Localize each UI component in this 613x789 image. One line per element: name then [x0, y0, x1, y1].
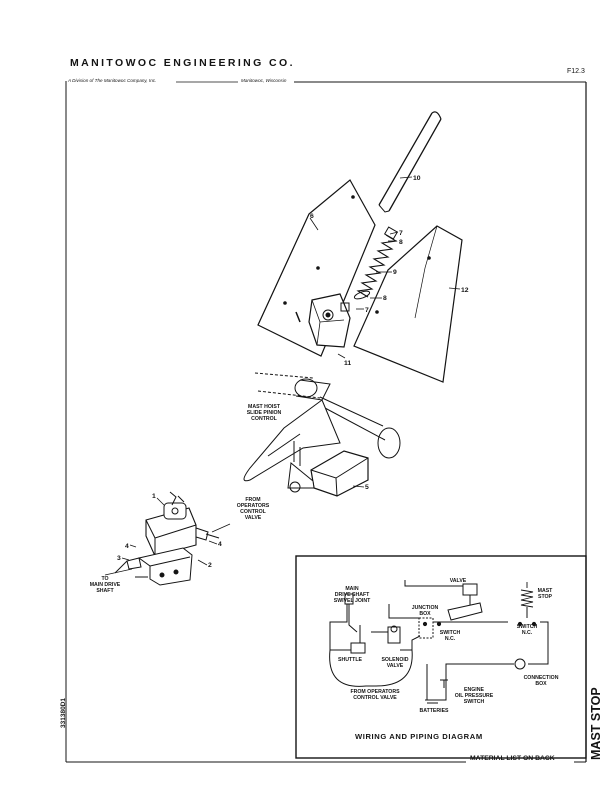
limit-switch-part-5	[287, 441, 369, 497]
bracket-part-2	[137, 547, 193, 586]
engine-label-1: ENGINE	[464, 687, 484, 693]
callout-7b: 7	[365, 307, 369, 314]
rod-part-10	[378, 111, 442, 213]
callout-8b: 8	[383, 295, 387, 302]
mast-stop-label-2: STOP	[538, 594, 553, 600]
solenoid-label-1: SOLENOID	[381, 657, 408, 663]
batteries-label: BATTERIES	[419, 708, 449, 714]
swivel-label-3: SWIVEL JOINT	[334, 598, 371, 604]
solenoid-label-2: VALVE	[387, 663, 404, 669]
mast-stop-label-1: MAST	[538, 588, 554, 594]
callout-12: 12	[461, 287, 469, 294]
junction-label-1: JUNCTION	[412, 605, 439, 611]
valve-label: VALVE	[450, 578, 467, 584]
division-line: A Division of The Manitowoc Company, Inc…	[68, 78, 157, 83]
exploded-label-leaders	[104, 523, 231, 576]
from-ops-wiring-label-2: CONTROL VALVE	[353, 695, 397, 701]
callout-4a: 4	[125, 543, 129, 550]
pinion-label-3: CONTROL	[251, 416, 277, 422]
to-drive-label-3: SHAFT	[96, 588, 114, 594]
callout-9: 9	[393, 269, 397, 276]
callout-5: 5	[365, 484, 369, 491]
pinion-label-1: MAST HOIST	[248, 404, 281, 410]
wiring-diagram-box	[295, 555, 587, 759]
swivel-label-2: DRIVE SHAFT	[335, 592, 370, 598]
callout-1: 1	[152, 493, 156, 500]
callout-6: 6	[310, 213, 314, 220]
junction-label-2: BOX	[419, 611, 431, 617]
switch-right-label-1: SWITCH	[517, 624, 538, 630]
switch-left-label-2: N.C.	[445, 636, 456, 642]
wiring-lines	[329, 580, 549, 704]
from-ops-label-3: CONTROL	[240, 509, 266, 515]
guard-part-12	[353, 225, 463, 383]
material-list-note: MATERIAL LIST ON BACK	[470, 755, 555, 762]
pinion-label-2: SLIDE PINION	[247, 410, 282, 416]
from-ops-label-4: VALVE	[245, 515, 262, 521]
callout-11: 11	[344, 360, 351, 367]
from-ops-wiring-label-1: FROM OPERATORS	[350, 689, 400, 695]
callout-7a: 7	[399, 230, 403, 237]
valve-assembly-part-1	[145, 491, 220, 557]
pinion-shaft	[243, 372, 401, 482]
exploded-labels: MAST HOIST SLIDE PINION CONTROL FROM OPE…	[90, 404, 282, 594]
connection-label-2: BOX	[535, 681, 547, 687]
exploded-view	[114, 111, 463, 586]
company-name: MANITOWOC ENGINEERING CO.	[70, 57, 295, 69]
switch-block-part-11	[308, 293, 351, 348]
wiring-labels: MAIN DRIVE SHAFT SWIVEL JOINT VALVE MAST…	[334, 578, 559, 714]
fitting-part-3	[114, 557, 148, 578]
guard-part-6	[257, 179, 376, 357]
switch-right-label-2: N.C.	[522, 630, 533, 636]
swivel-label-1: MAIN	[345, 586, 359, 592]
callout-10: 10	[413, 175, 421, 182]
to-drive-label-1: TO	[101, 576, 108, 582]
location-line: Manitowoc, Wisconsin	[241, 78, 287, 83]
connection-label-1: CONNECTION	[524, 675, 559, 681]
section-title: MAST STOP	[589, 687, 603, 760]
wiring-diagram-title: WIRING AND PIPING DIAGRAM	[355, 732, 483, 741]
switch-left-label-1: SWITCH	[440, 630, 461, 636]
callout-numbers: 10 6 7 8 9 8 7 11 12 5 1 2 3 4 4	[117, 175, 469, 569]
callout-leaders	[121, 176, 461, 566]
engine-label-3: SWITCH	[464, 699, 485, 705]
callout-8a: 8	[399, 239, 403, 246]
callout-2: 2	[208, 562, 212, 569]
callout-4b: 4	[218, 541, 222, 548]
from-ops-label-1: FROM	[245, 497, 260, 503]
spring-part-9	[353, 226, 399, 300]
shuttle-label: SHUTTLE	[338, 657, 362, 663]
callout-3: 3	[117, 555, 121, 562]
to-drive-label-2: MAIN DRIVE	[90, 582, 121, 588]
engine-label-2: OIL PRESSURE	[455, 693, 494, 699]
from-ops-label-2: OPERATORS	[237, 503, 270, 509]
figure-code: F12.3	[567, 68, 585, 75]
